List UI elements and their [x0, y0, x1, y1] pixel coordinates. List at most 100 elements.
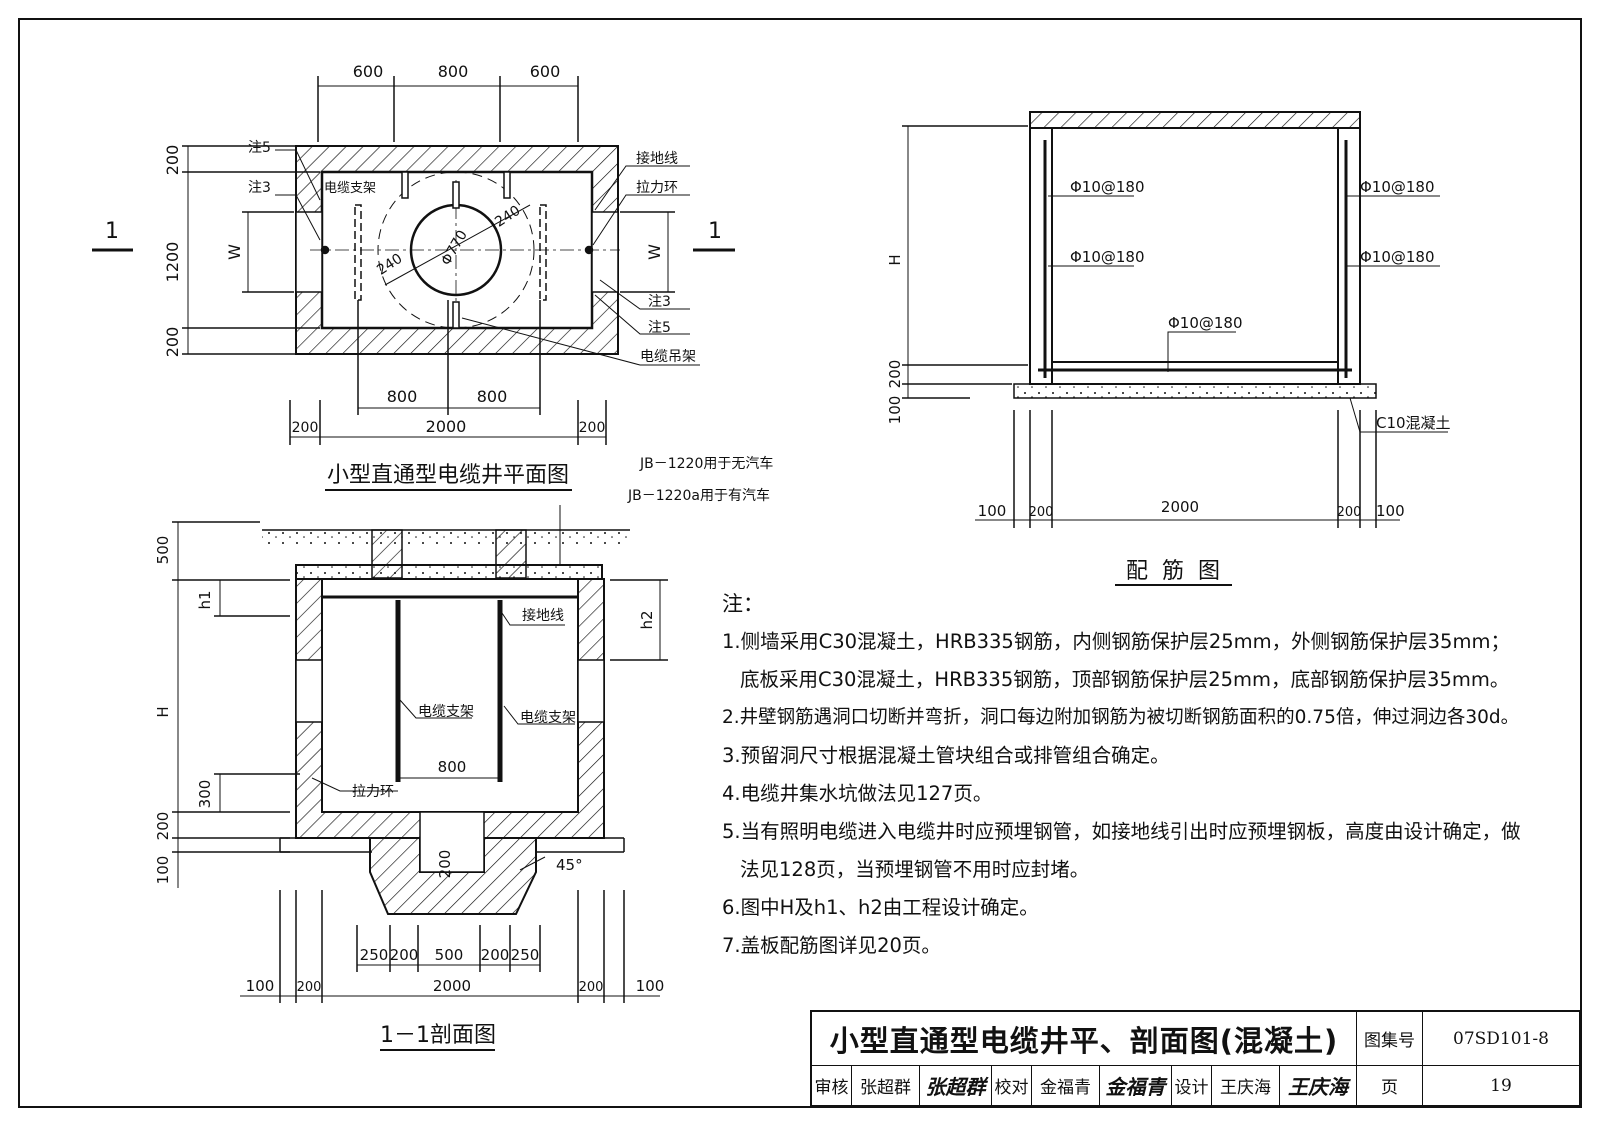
page-number: 19 [1423, 1066, 1580, 1106]
atlas-number: 07SD101-8 [1423, 1012, 1580, 1066]
section-dim-inner: 800 [438, 758, 467, 776]
section-bottom-dim-4: 200 [579, 980, 604, 995]
design-label: 设计 [1172, 1066, 1212, 1106]
reviewer-signature: 张超群 [920, 1066, 992, 1106]
section-view [172, 505, 668, 1051]
section-dim-300: 300 [196, 780, 214, 809]
plan-dim-w-right: W [645, 244, 664, 260]
note-5-cont: 法见128页，当预埋钢管不用时应封堵。 [740, 858, 1090, 881]
plan-offset-1: 240 [374, 251, 405, 279]
rebar-concrete: C10混凝土 [1376, 414, 1451, 432]
section-pit-dim-2: 200 [390, 946, 419, 964]
rebar-spec-left-2: Φ10@180 [1070, 248, 1145, 266]
section-label-bracket-2: 电缆支架 [520, 710, 576, 726]
notes-block: 注： 1.侧墙采用C30混凝土，HRB335钢筋，内侧钢筋保护层25mm，外侧钢… [722, 585, 1582, 965]
plan-dim-bottom-1: 200 [292, 420, 319, 436]
section-bottom-dim-2: 200 [297, 980, 322, 995]
drawing-frame [18, 18, 1582, 1108]
designer-signature: 王庆海 [1280, 1066, 1357, 1106]
section-label-ground-wire: 接地线 [522, 607, 564, 624]
section-label-bracket-1: 电缆支架 [418, 704, 474, 720]
plan-label-ground-wire: 接地线 [636, 150, 678, 167]
rebar-spec-bottom: Φ10@180 [1168, 314, 1243, 332]
section-dim-500: 500 [154, 536, 172, 565]
section-bottom-dim-1: 100 [246, 977, 275, 995]
plan-dim-left-2: 1200 [163, 242, 182, 283]
plan-dim-inner-2: 800 [477, 387, 508, 406]
rebar-bottom-dim-3: 2000 [1161, 498, 1199, 516]
rebar-view [902, 111, 1448, 586]
plan-dim-bottom-3: 200 [579, 420, 606, 436]
rebar-bottom-dim-5: 100 [1376, 502, 1405, 520]
note-7: 7.盖板配筋图详见20页。 [722, 934, 941, 957]
rebar-spec-right-1: Φ10@180 [1360, 178, 1435, 196]
plan-dim-left-3: 200 [163, 327, 182, 358]
rebar-dim-200: 200 [886, 360, 904, 389]
check-label: 校对 [992, 1066, 1032, 1106]
plan-title: 小型直通型电缆井平面图 [327, 463, 569, 488]
plan-dim-top-3: 600 [530, 62, 561, 81]
title-block-title: 小型直通型电缆井平、剖面图(混凝土) [812, 1012, 1357, 1066]
section-dim-h1: h1 [196, 590, 214, 609]
note-2: 2.井壁钢筋遇洞口切断并弯折，洞口每边附加钢筋为被切断钢筋面积的0.75倍，伸过… [722, 707, 1520, 728]
plan-label-note3-top: 注3 [248, 180, 271, 196]
plan-label-bracket: 电缆支架 [324, 180, 376, 196]
rebar-dim-100: 100 [886, 396, 904, 425]
section-pit-dim-3: 500 [435, 946, 464, 964]
note-6: 6.图中H及h1、h2由工程设计确定。 [722, 896, 1039, 919]
section-label-pull-ring: 拉力环 [352, 784, 394, 800]
page-label: 页 [1357, 1066, 1423, 1106]
rebar-bottom-dim-1: 100 [978, 502, 1007, 520]
section-dim-100: 100 [154, 856, 172, 885]
cover-slab [295, 564, 603, 580]
plan-label-pull-ring: 拉力环 [636, 180, 678, 196]
reviewer-name: 张超群 [852, 1066, 920, 1106]
rebar-bottom-dim-2: 200 [1029, 505, 1054, 520]
section-bottom-dim-3: 2000 [433, 977, 471, 995]
note-4: 4.电缆井集水坑做法见127页。 [722, 782, 993, 805]
plan-section-mark-left: 1 [105, 219, 119, 244]
plan-circle-dia: Φ770 [438, 228, 471, 269]
designer-name: 王庆海 [1212, 1066, 1280, 1106]
plan-view [92, 76, 735, 491]
section-dim-H: H [154, 706, 172, 717]
rebar-title: 配 筋 图 [1126, 559, 1220, 584]
note-3: 3.预留洞尺寸根据混凝土管块组合或排管组合确定。 [722, 744, 1170, 767]
section-bottom-dim-5: 100 [636, 977, 665, 995]
plan-dim-bottom-2: 2000 [426, 417, 467, 436]
plan-label-hanger: 电缆吊架 [640, 349, 696, 365]
section-dim-200: 200 [154, 812, 172, 841]
section-pit-dim-5: 250 [511, 946, 540, 964]
plan-label-note5-top: 注5 [248, 140, 271, 156]
notes-heading: 注： [722, 592, 764, 616]
rebar-spec-left-1: Φ10@180 [1070, 178, 1145, 196]
checker-signature: 金福青 [1100, 1066, 1172, 1106]
title-block: 小型直通型电缆井平、剖面图(混凝土) 图集号 07SD101-8 审核 张超群 … [810, 1010, 1580, 1106]
plan-texts: 600 800 600 200 1200 200 W W 800 800 200… [105, 62, 722, 488]
plan-label-note5-bottom: 注5 [648, 320, 671, 336]
review-label: 审核 [812, 1066, 852, 1106]
rebar-dim-H: H [886, 254, 904, 265]
plan-offset-2: 240 [492, 203, 523, 231]
note-1: 1.侧墙采用C30混凝土，HRB335钢筋，内侧钢筋保护层25mm，外侧钢筋保护… [722, 630, 1510, 653]
checker-name: 金福青 [1032, 1066, 1100, 1106]
section-cover-note-1: JB－1220用于无汽车 [639, 455, 773, 472]
section-texts: JB－1220用于无汽车 JB－1220a用于有汽车 500 h1 H 300 … [154, 455, 773, 1048]
atlas-label: 图集号 [1357, 1012, 1423, 1066]
section-angle: 45° [556, 856, 583, 874]
plan-section-mark-right: 1 [708, 219, 722, 244]
rebar-spec-right-2: Φ10@180 [1360, 248, 1435, 266]
note-5: 5.当有照明电缆进入电缆井时应预埋钢管，如接地线引出时应预埋钢板，高度由设计确定… [722, 820, 1521, 843]
section-cover-note-2: JB－1220a用于有汽车 [627, 487, 770, 504]
section-dim-pit: 200 [436, 850, 454, 879]
plan-dim-inner-1: 800 [387, 387, 418, 406]
note-1-cont: 底板采用C30混凝土，HRB335钢筋，顶部钢筋保护层25mm，底部钢筋保护层3… [740, 668, 1510, 691]
plan-dim-top-1: 600 [353, 62, 384, 81]
section-dim-h2: h2 [638, 610, 656, 629]
section-pit-dim-4: 200 [481, 946, 510, 964]
plan-dim-top-2: 800 [438, 62, 469, 81]
rebar-bottom-dim-4: 200 [1337, 505, 1362, 520]
section-title: 1－1剖面图 [380, 1023, 496, 1048]
plan-label-note3-bottom: 注3 [648, 294, 671, 310]
